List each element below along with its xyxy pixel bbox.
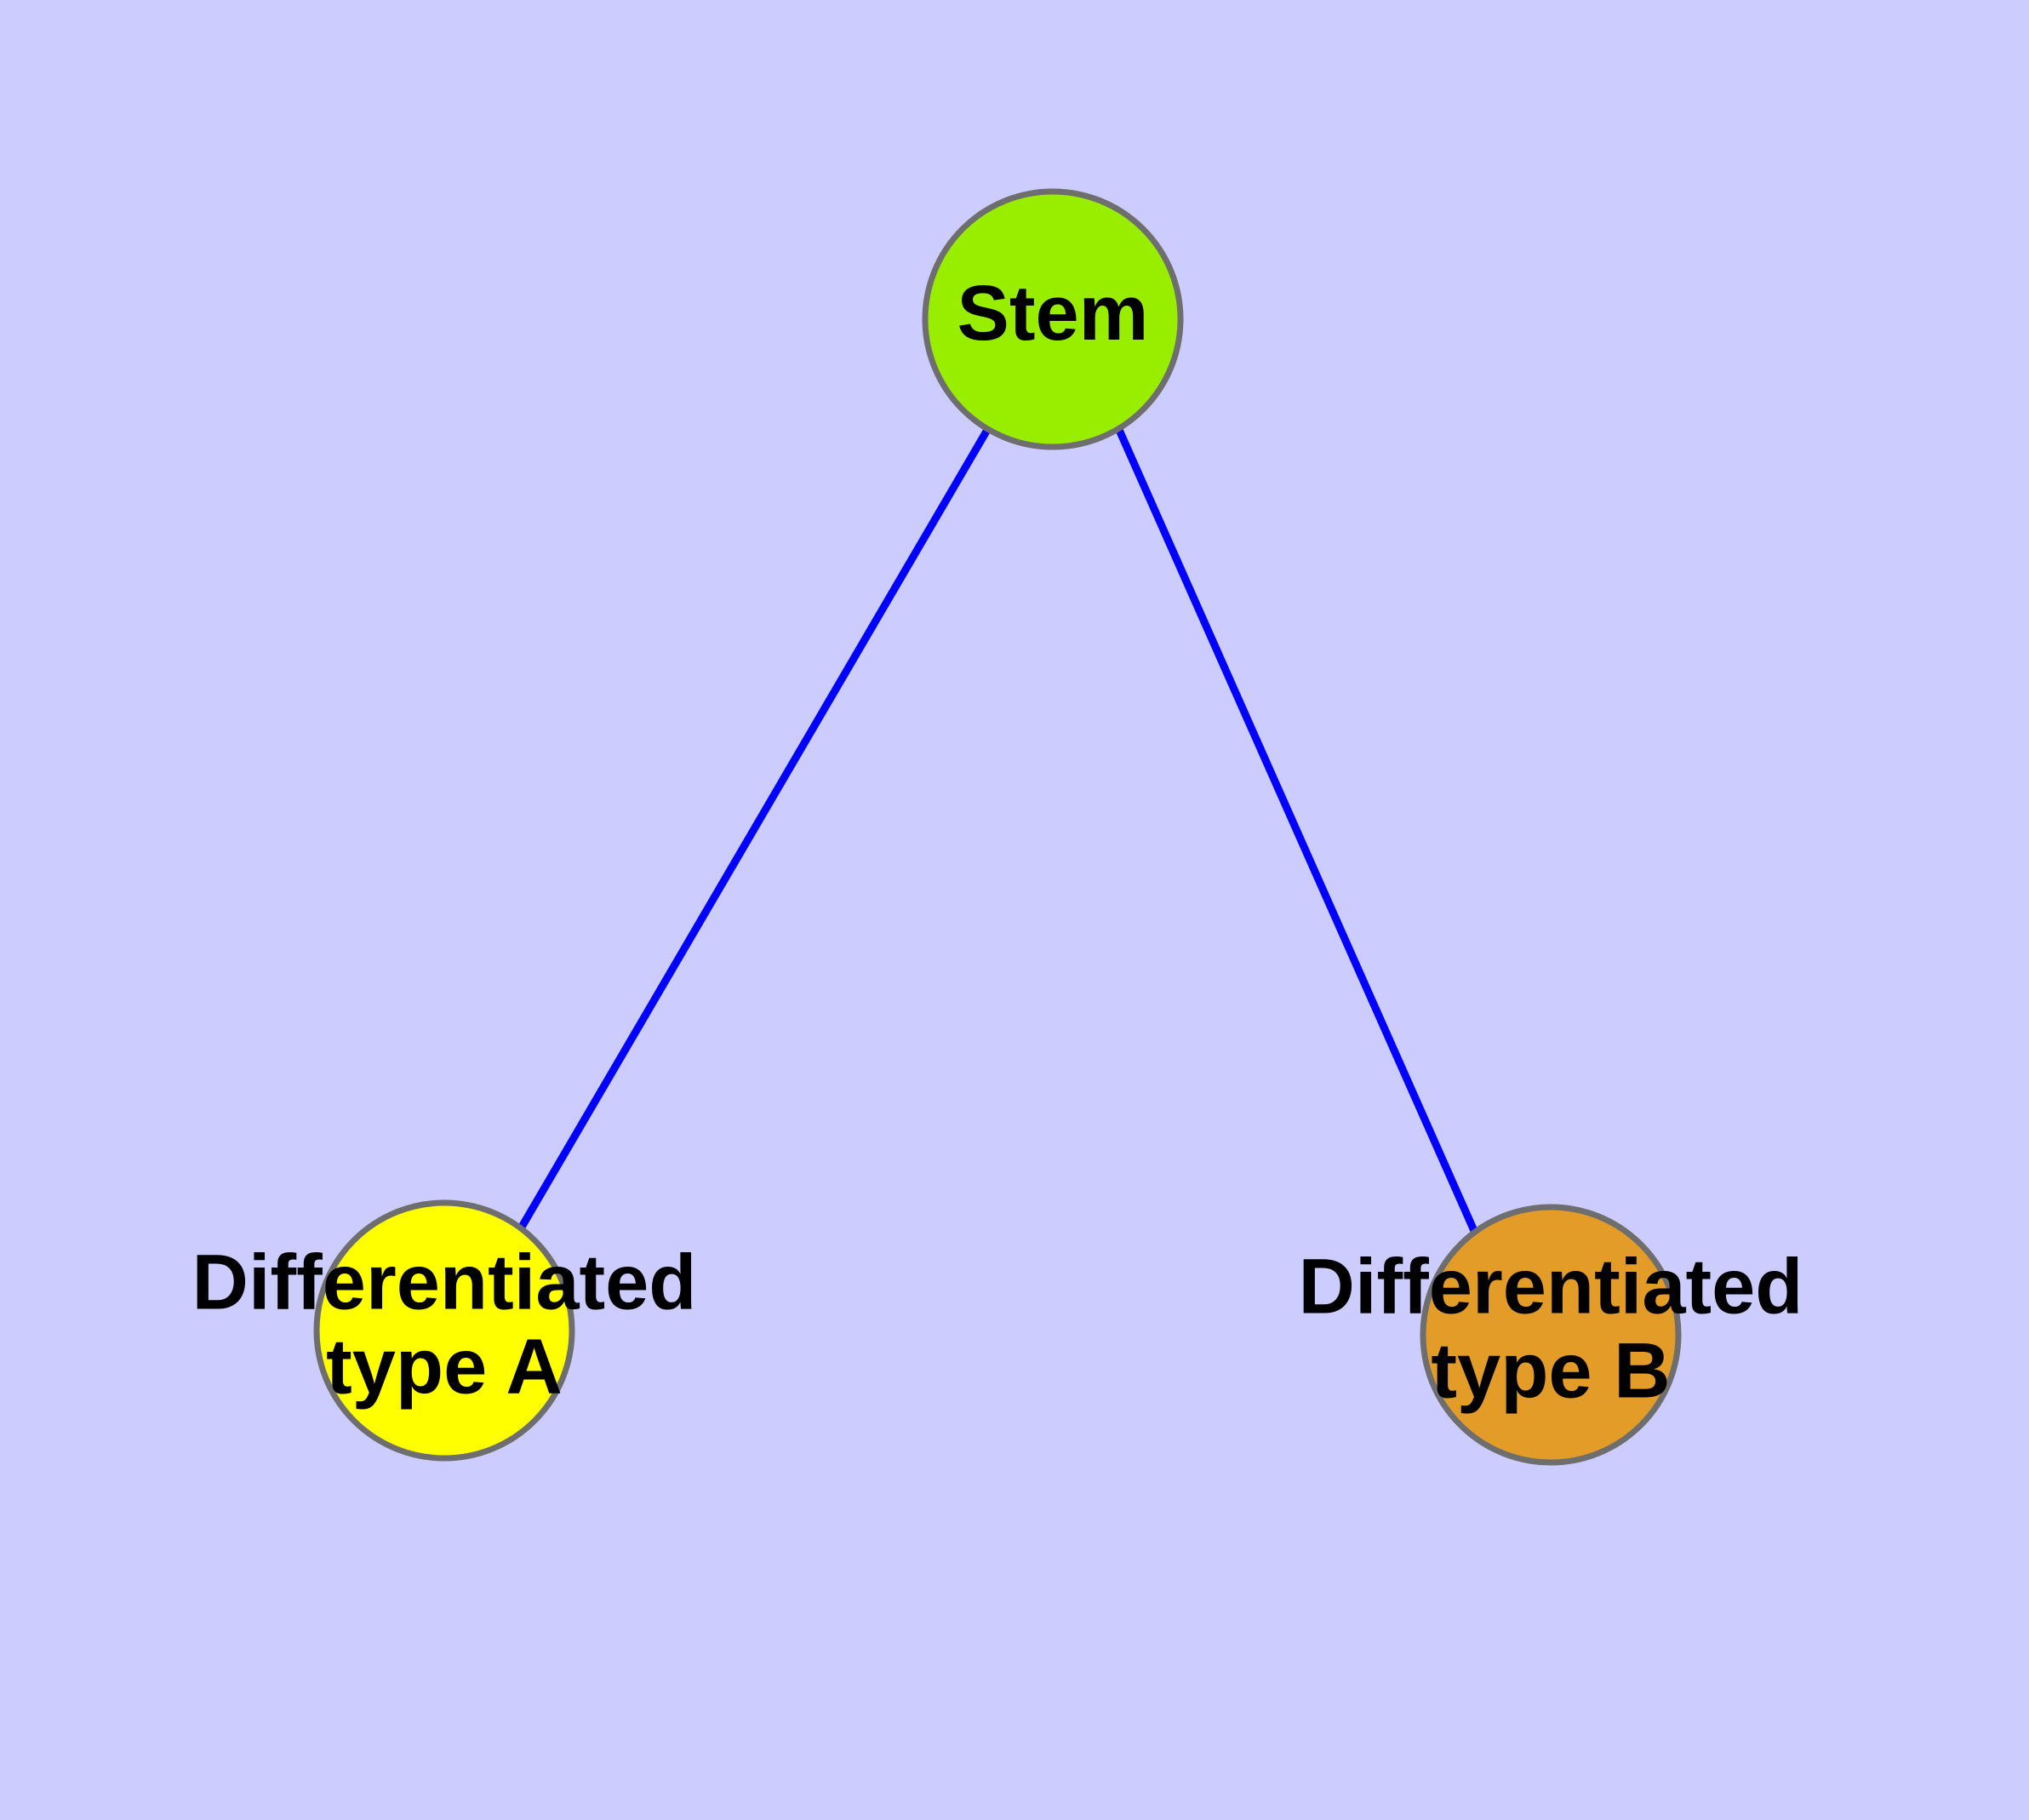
node-label-line: type B — [1431, 1328, 1670, 1415]
edge-stem-to-diff-b[interactable] — [1115, 428, 1479, 1234]
node-differentiated-type-b[interactable] — [1420, 1204, 1682, 1466]
nodes-layer — [313, 188, 1682, 1466]
node-label-line: Stem — [957, 270, 1149, 357]
edges-layer — [517, 427, 1479, 1234]
node-label-line: Differentiated — [192, 1239, 697, 1326]
node-stem-circle[interactable] — [922, 188, 1184, 450]
node-diff-a-circle[interactable] — [313, 1199, 575, 1462]
node-diff-b-circle[interactable] — [1420, 1204, 1682, 1466]
node-stem-label: Stem — [957, 270, 1149, 357]
node-label-line: Differentiated — [1299, 1244, 1803, 1331]
node-differentiated-type-a[interactable] — [313, 1199, 575, 1462]
edge-stem-to-diff-a[interactable] — [517, 427, 991, 1231]
node-label-line: type A — [326, 1324, 563, 1411]
node-stem[interactable] — [922, 188, 1184, 450]
